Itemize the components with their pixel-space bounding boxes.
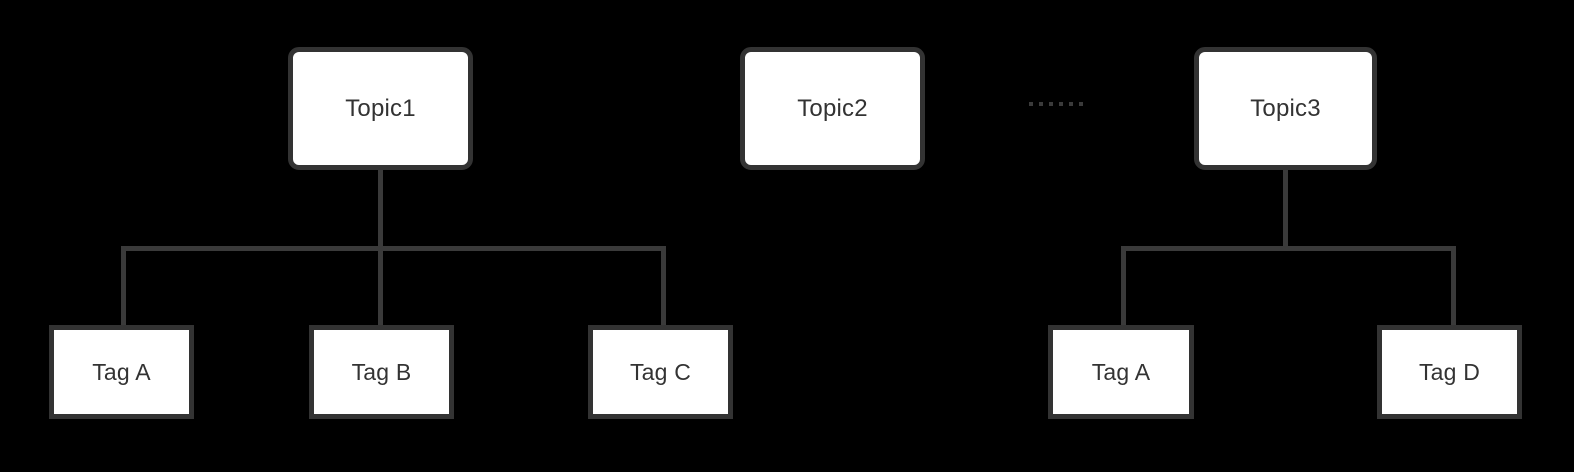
edge-bus-right [1121, 246, 1456, 251]
node-topic3[interactable]: Topic3 [1194, 47, 1377, 170]
node-tag-a-left[interactable]: Tag A [49, 325, 194, 419]
edge-topic3-to-bus [1283, 170, 1288, 249]
node-tag-b-label: Tag B [351, 358, 412, 385]
node-tag-d-label: Tag D [1418, 358, 1481, 385]
edge-bus-to-tag-a-left [121, 246, 126, 325]
node-topic3-label: Topic3 [1250, 94, 1321, 122]
node-tag-a-left-label: Tag A [92, 358, 151, 385]
edge-bus-to-tag-d [1451, 246, 1456, 325]
ellipsis-dot [1059, 102, 1063, 106]
node-tag-b[interactable]: Tag B [309, 325, 454, 419]
node-topic1-label: Topic1 [345, 94, 416, 122]
edge-bus-to-tag-c [661, 246, 666, 325]
ellipsis-indicator [1029, 102, 1083, 106]
ellipsis-dot [1039, 102, 1043, 106]
ellipsis-dot [1069, 102, 1073, 106]
ellipsis-dot [1079, 102, 1083, 106]
node-tag-a-right-label: Tag A [1091, 358, 1151, 385]
ellipsis-dot [1029, 102, 1033, 106]
node-tag-a-right[interactable]: Tag A [1048, 325, 1194, 419]
node-topic2[interactable]: Topic2 [740, 47, 925, 170]
edge-bus-to-tag-a-right [1121, 246, 1126, 325]
node-topic2-label: Topic2 [797, 94, 868, 122]
edge-bus-left [121, 246, 666, 251]
node-tag-c-label: Tag C [629, 358, 692, 385]
node-tag-c[interactable]: Tag C [588, 325, 733, 419]
node-topic1[interactable]: Topic1 [288, 47, 473, 170]
node-tag-d[interactable]: Tag D [1377, 325, 1522, 419]
ellipsis-dot [1049, 102, 1053, 106]
